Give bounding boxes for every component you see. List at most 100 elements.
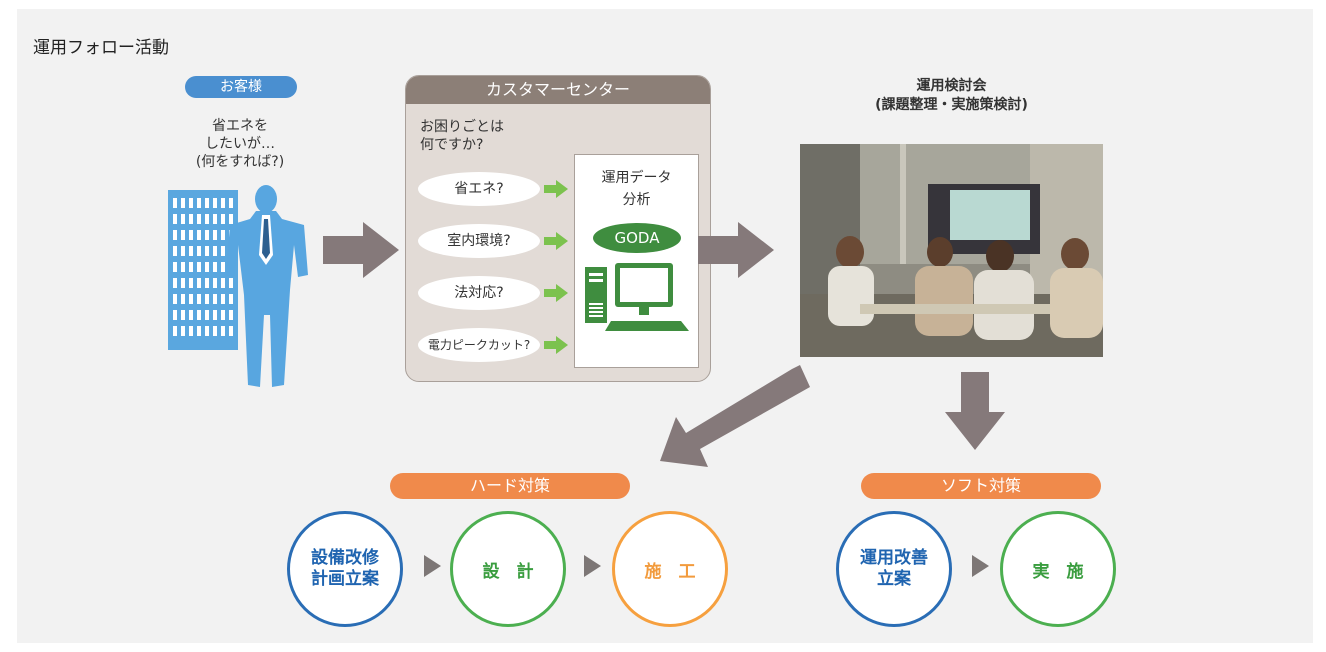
building-window [181,198,185,208]
building-window [205,294,209,304]
building-window [213,278,217,288]
customer-label: お客様 [185,76,297,98]
building-window [205,230,209,240]
arrow-to-hard-icon [660,365,810,467]
building-window [189,310,193,320]
building-window [205,246,209,256]
arrow-to-meeting-icon [698,222,774,278]
data-analysis-label: 運用データ 分析 [601,170,672,208]
building-window [213,294,217,304]
customer-center-box: カスタマーセンター お困りごとは 何ですか? 省エネ? 室内環境? 法対応? 電… [405,75,711,382]
building-window [197,310,201,320]
building-window [221,294,225,304]
soft-step-implement: 実 施 [1000,511,1116,627]
building-window [197,246,201,256]
building-window [221,326,225,336]
building-window [221,214,225,224]
hard-measures-label: ハード対策 [390,473,630,499]
building-window [213,230,217,240]
hard-step-plan: 設備改修 計画立案 [287,511,403,627]
building-window [173,294,177,304]
step-arrow-icon [424,555,441,577]
building-window [221,198,225,208]
building-window [221,246,225,256]
building-window [189,278,193,288]
building-window [181,278,185,288]
question-text: お困りごとは 何ですか? [420,119,504,153]
meeting-title: 運用検討会 (課題整理・実施策検討) [875,78,1028,113]
building-window [205,214,209,224]
building-window [221,230,225,240]
building-window [229,294,233,304]
page-title: 運用フォロー活動 [33,38,169,58]
green-arrow-icon [544,180,568,198]
hard-step-design: 設 計 [450,511,566,627]
building-window [173,278,177,288]
building-window [197,214,201,224]
building-window [181,326,185,336]
building-window [173,310,177,320]
building-window [197,278,201,288]
building-window [205,262,209,272]
step-arrow-icon [972,555,989,577]
building-window [213,198,217,208]
building-window [229,278,233,288]
green-arrow-icon [544,284,568,302]
building-window [173,246,177,256]
building-window [197,198,201,208]
computer-icon [585,263,689,331]
building-window [229,198,233,208]
building-window [229,214,233,224]
arrow-to-soft-icon [945,372,1005,450]
arrow-to-center-icon [323,222,399,278]
building-window [205,198,209,208]
building-window [205,326,209,336]
goda-badge: GODA [593,223,681,253]
building-window [173,198,177,208]
businessman-icon [226,185,308,387]
building-window [221,278,225,288]
building-window [221,310,225,320]
concern-oval-4: 電力ピークカット? [418,328,540,362]
green-arrow-icon [544,336,568,354]
data-analysis-box: 運用データ 分析 GODA [574,154,699,368]
building-window [229,310,233,320]
soft-measures-label: ソフト対策 [861,473,1101,499]
building-window [173,214,177,224]
concern-oval-1: 省エネ? [418,172,540,206]
building-window [173,262,177,272]
building-window [173,326,177,336]
building-window [197,230,201,240]
customer-text: 省エネを したいが… (何をすれば?) [195,118,285,170]
building-window [205,310,209,320]
building-window [221,262,225,272]
building-window [181,230,185,240]
building-window [189,198,193,208]
building-window [189,262,193,272]
building-window [181,262,185,272]
soft-step-plan: 運用改善 立案 [836,511,952,627]
building-window [213,310,217,320]
building-window [181,294,185,304]
building-window [229,326,233,336]
building-window [205,278,209,288]
building-window [213,214,217,224]
concern-oval-3: 法対応? [418,276,540,310]
building-window [181,310,185,320]
building-window [189,230,193,240]
meeting-room-image [800,144,1103,357]
building-window [213,262,217,272]
building-window [189,294,193,304]
concern-oval-2: 室内環境? [418,224,540,258]
green-arrow-icon [544,232,568,250]
building-window [213,326,217,336]
building-window [189,214,193,224]
building-window [181,214,185,224]
building-window [213,246,217,256]
building-window [197,294,201,304]
building-window [189,246,193,256]
customer-center-title: カスタマーセンター [406,76,710,104]
building-window [173,230,177,240]
step-arrow-icon [584,555,601,577]
building-window [189,326,193,336]
